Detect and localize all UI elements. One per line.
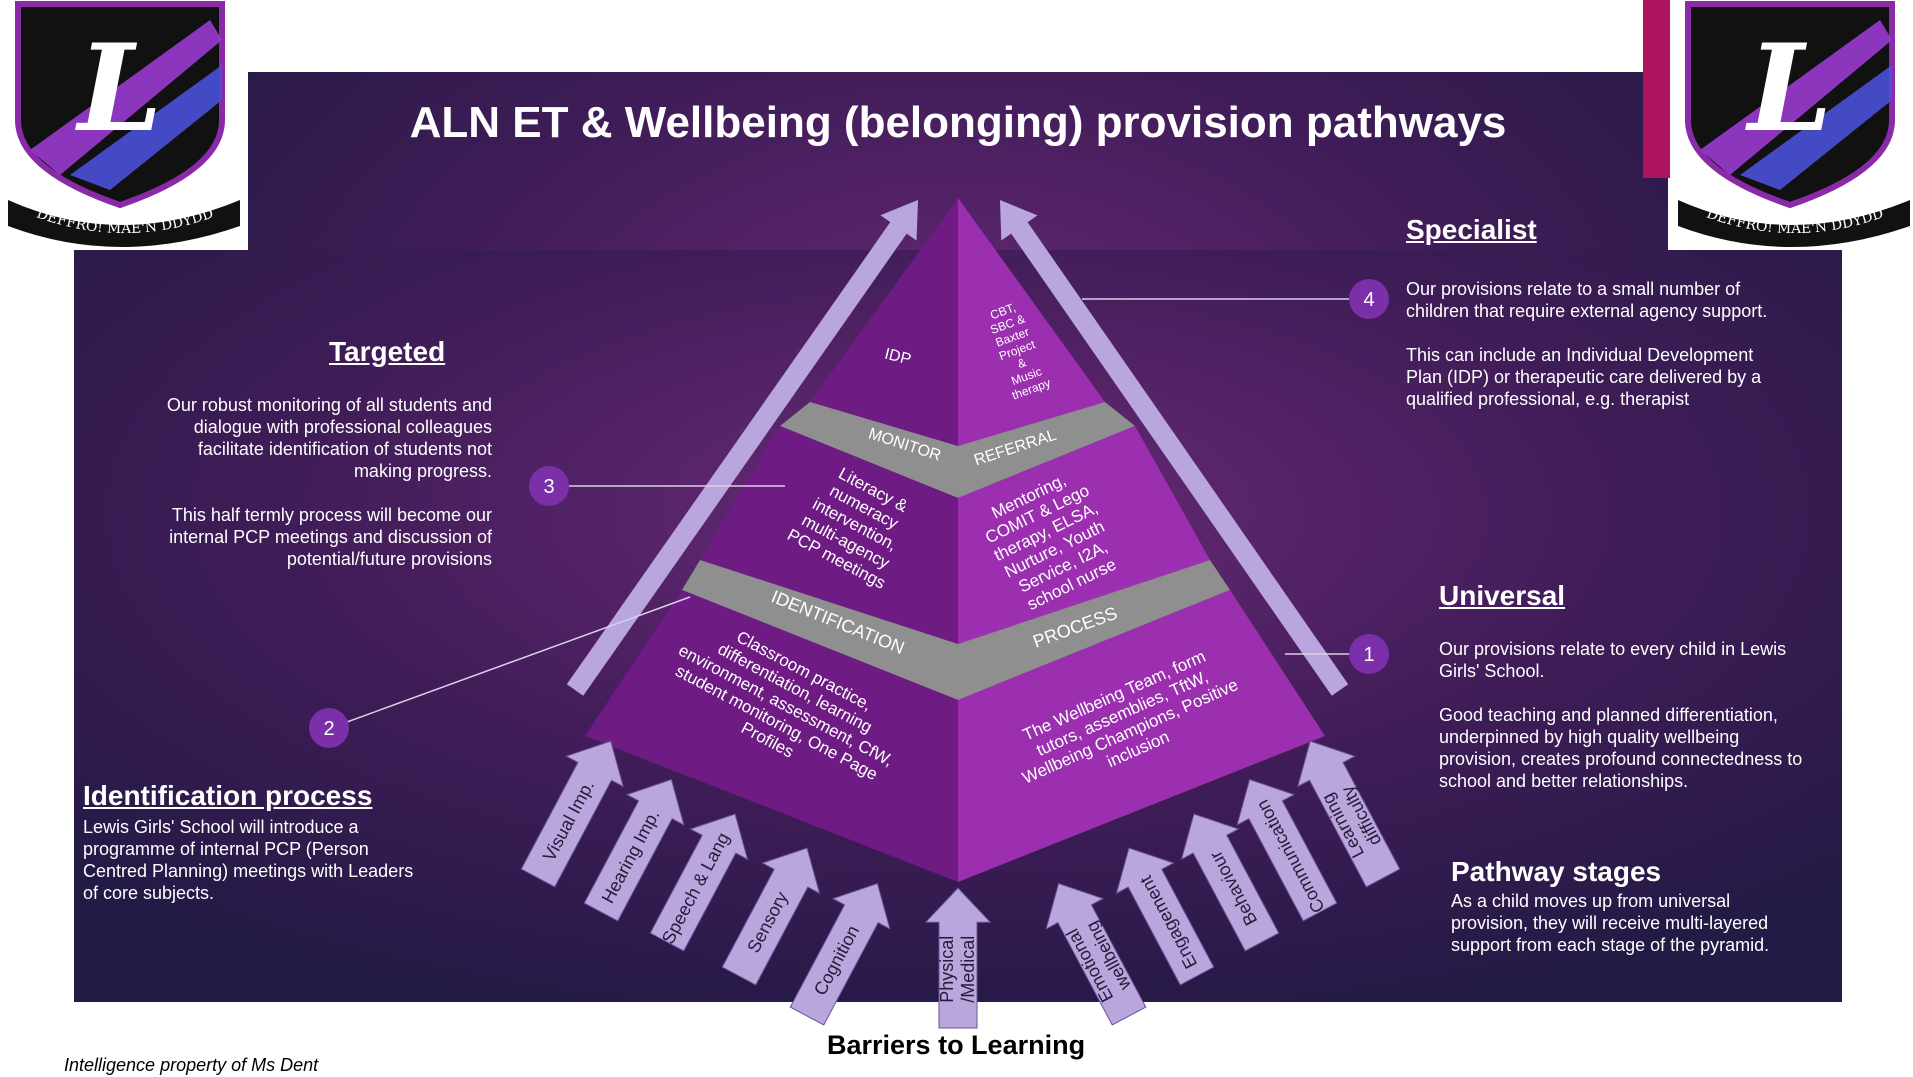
barrier-left-arrow-2: Hearing Imp. xyxy=(583,778,685,922)
specialist-paragraph-2: This can include an Individual Developme… xyxy=(1406,345,1762,409)
barrier-left-arrow-3-shape xyxy=(649,813,749,952)
universal-paragraph-1: Our provisions relate to every child in … xyxy=(1439,639,1787,681)
barrier-center-arrow: Physical/Medical xyxy=(924,887,992,1029)
pyramid-middle-left xyxy=(700,426,958,644)
tier-top-right-text: CBT,SBC &BaxterProject&Musictherapy xyxy=(982,298,1053,403)
targeted-heading: Targeted xyxy=(329,336,446,367)
marker-2-number: 2 xyxy=(323,718,334,740)
tier-top-left-text-line: IDP xyxy=(883,346,913,369)
identification-paragraph-1: Lewis Girls' School will introduce a pro… xyxy=(83,817,414,903)
wellbeing-fit-arrow xyxy=(1000,200,1349,696)
marker-2-circle xyxy=(309,708,349,748)
identification-heading: Identification process xyxy=(83,780,373,811)
specialist-paragraph-1: Our provisions relate to a small number … xyxy=(1406,279,1768,321)
barrier-right-arrow-1-shape xyxy=(1045,882,1147,1026)
band-top-right xyxy=(958,402,1135,498)
barrier-center-arrow-shape xyxy=(924,887,992,1029)
barrier-center-arrow-label: Physical/Medical xyxy=(937,936,978,1003)
pyramid-bottom-right xyxy=(958,590,1325,882)
barrier-center-arrow-label-line: /Medical xyxy=(958,936,978,1003)
targeted-text: Our robust monitoring of all students an… xyxy=(140,394,492,592)
targeted-paragraph-1: Our robust monitoring of all students an… xyxy=(166,395,492,481)
specialist-heading: Specialist xyxy=(1406,214,1537,245)
tier-top-left-text: IDP xyxy=(883,346,913,369)
accent-bar xyxy=(1643,0,1671,178)
barriers-label: Barriers to Learning xyxy=(827,1030,1086,1060)
pathway-text: As a child moves up from universal provi… xyxy=(1451,890,1771,978)
band-bottom-right xyxy=(958,560,1230,700)
marker-3-circle xyxy=(529,466,569,506)
school-crest-left-letter: L xyxy=(75,18,162,159)
barrier-left-arrow-1-shape xyxy=(520,740,625,888)
learning-fit-arrow xyxy=(566,200,918,696)
pyramid-middle-right xyxy=(958,426,1210,644)
barrier-left-arrow-4-shape xyxy=(721,847,821,986)
school-crest-left-stripe xyxy=(30,20,222,175)
specialist-text: Our provisions relate to a small number … xyxy=(1406,278,1776,432)
barrier-left-arrow-5-shape xyxy=(789,882,891,1026)
targeted-paragraph-2: This half termly process will become our… xyxy=(169,505,492,569)
band-bottom-left xyxy=(682,560,958,700)
marker-1-circle xyxy=(1349,634,1389,674)
barrier-right-arrow-3-shape xyxy=(1180,813,1280,952)
marker-1-number: 1 xyxy=(1363,644,1374,666)
school-crest-right-stripe-2 xyxy=(1740,65,1892,190)
pyramid-top-left xyxy=(810,198,958,446)
school-crest-left-ribbon xyxy=(8,200,240,247)
marker-4-number: 4 xyxy=(1363,289,1374,311)
universal-heading: Universal xyxy=(1439,580,1566,611)
band-top-left xyxy=(780,402,958,498)
identification-text: Lewis Girls' School will introduce a pro… xyxy=(83,816,433,926)
learning-fit-arrow-shape xyxy=(566,200,918,696)
school-crest-right-stripe xyxy=(1700,20,1892,175)
barrier-center-arrow-label-line: Physical xyxy=(937,936,957,1003)
barrier-left-arrow-2-shape xyxy=(583,778,685,922)
barrier-right-arrow-5-shape xyxy=(1296,740,1401,888)
wellbeing-fit-arrow-shape xyxy=(1000,200,1349,696)
marker-2-leader xyxy=(346,596,691,723)
barrier-right-arrow-5: Learningdifficulty xyxy=(1296,740,1401,888)
barrier-right-arrow-2: Engagement xyxy=(1115,847,1215,986)
barrier-right-arrow-2-shape xyxy=(1115,847,1215,986)
school-crest-left-stripe-2 xyxy=(70,65,222,190)
pathway-heading: Pathway stages xyxy=(1451,856,1662,887)
pathway-paragraph-1: As a child moves up from universal provi… xyxy=(1451,891,1770,955)
school-crest-right-ribbon xyxy=(1678,200,1910,247)
footer-credit: Intelligence property of Ms Dent xyxy=(64,1055,319,1075)
universal-paragraph-2: Good teaching and planned differentiatio… xyxy=(1439,705,1803,791)
marker-3-number: 3 xyxy=(543,476,554,498)
marker-4-circle xyxy=(1349,279,1389,319)
school-crest-right-letter: L xyxy=(1745,18,1832,159)
universal-text: Our provisions relate to every child in … xyxy=(1439,638,1809,814)
page-title: ALN ET & Wellbeing (belonging) provision… xyxy=(409,98,1507,147)
pyramid-bottom-left xyxy=(585,590,958,882)
barrier-right-arrow-4-shape xyxy=(1236,778,1338,922)
pyramid-top-right xyxy=(958,198,1105,446)
